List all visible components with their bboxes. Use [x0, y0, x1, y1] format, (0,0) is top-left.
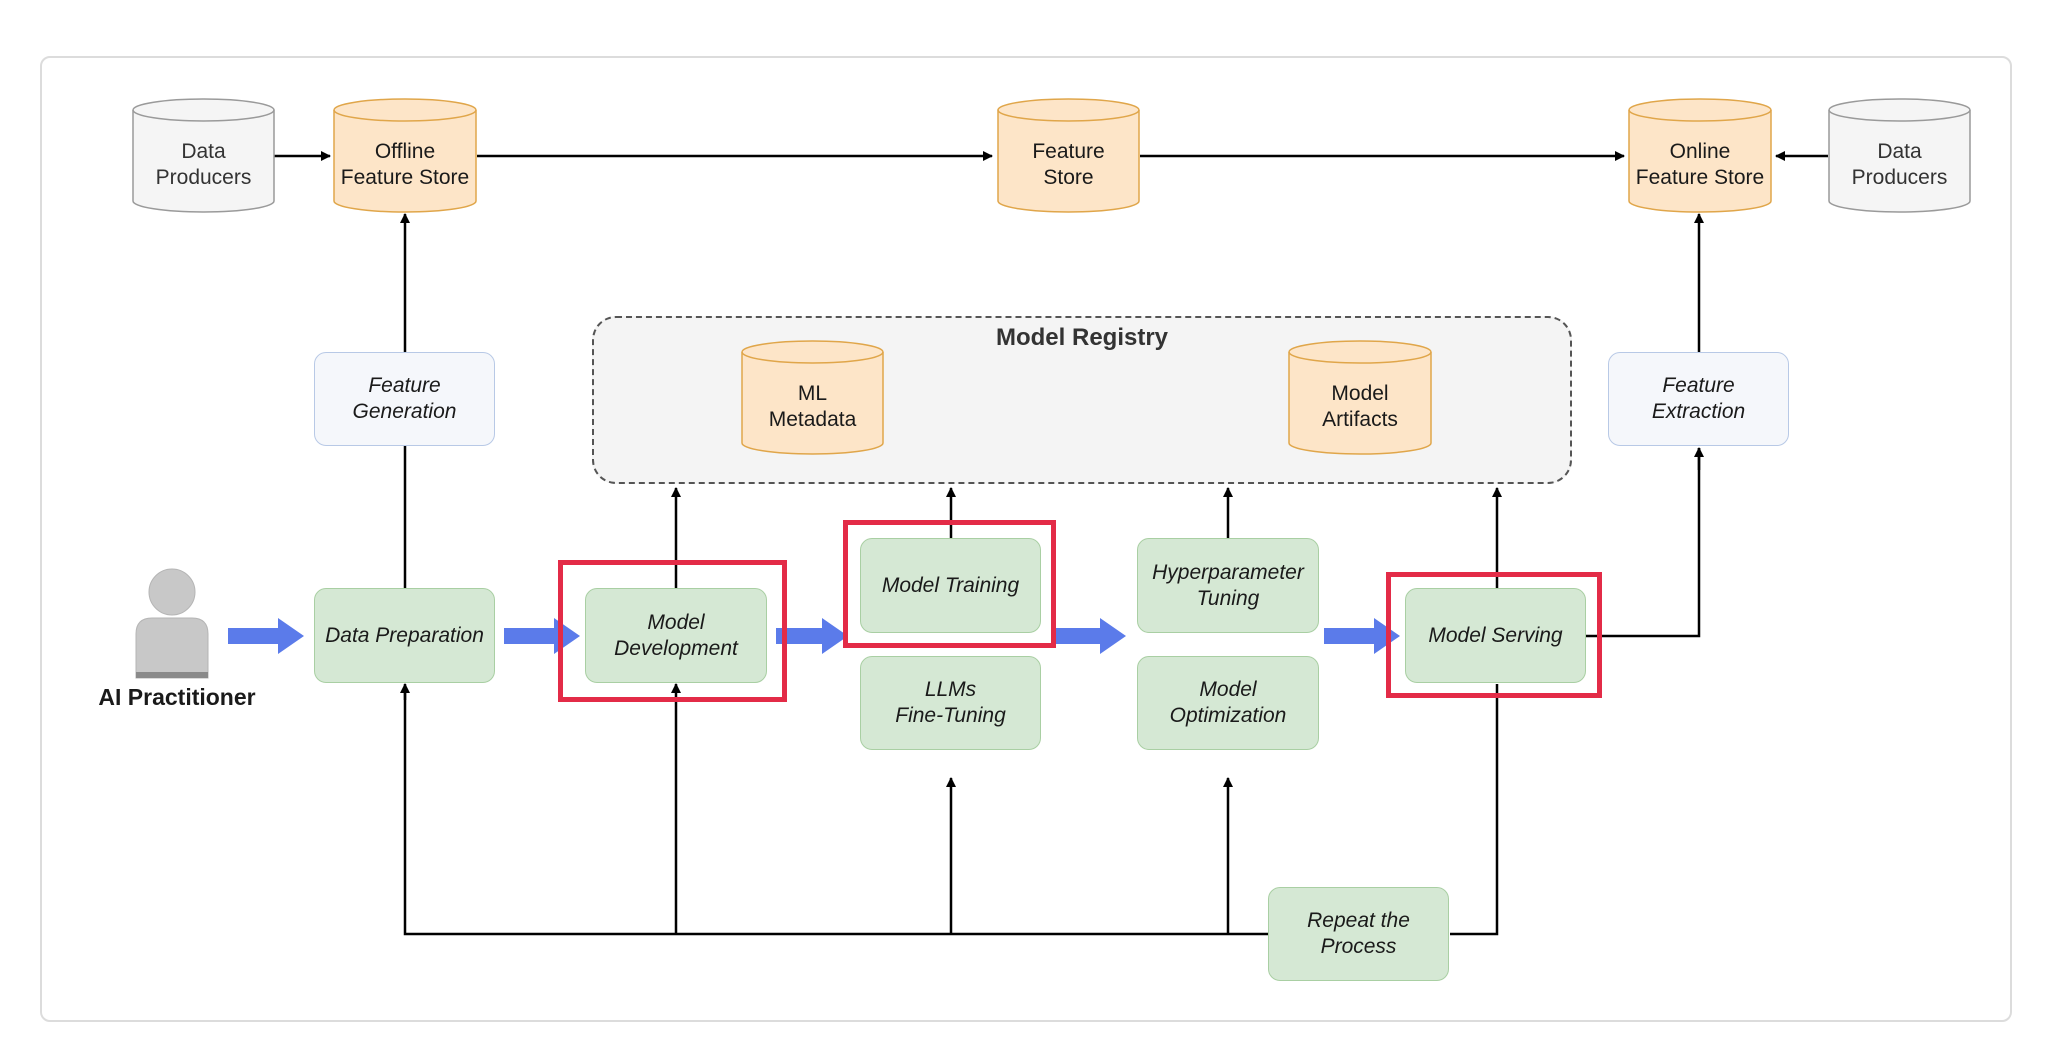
model-serving: Model Serving [1405, 588, 1586, 683]
model-training: Model Training [860, 538, 1041, 633]
online-feature-store: Online Feature Store [1628, 98, 1772, 213]
flow-arrow-5 [1324, 618, 1400, 654]
highlight-model-training [843, 520, 1056, 648]
flow-arrow-1 [228, 618, 304, 654]
data-producers-left-label: Data Producers [155, 139, 252, 189]
feature-extraction: Feature Extraction [1608, 352, 1789, 446]
data-producers-right: Data Producers [1828, 98, 1971, 213]
model-optimization: Model Optimization [1137, 656, 1319, 750]
feature-store-label: Feature Store [1032, 139, 1105, 189]
flow-arrow-4 [1054, 618, 1126, 654]
data-producers-left: Data Producers [132, 98, 275, 213]
feedback-loop [1450, 684, 1499, 936]
model-artifacts: Model Artifacts [1288, 340, 1432, 455]
ml-metadata: ML Metadata [741, 340, 884, 455]
model-artifacts-label: Model Artifacts [1322, 381, 1398, 431]
data-producers-right-label: Data Producers [1851, 139, 1948, 189]
person-icon [135, 568, 209, 679]
flow-arrow-3 [776, 618, 848, 654]
llms-fine-tuning: LLMs Fine-Tuning [860, 656, 1041, 750]
edge-serving-to-extraction [1586, 448, 1701, 638]
feature-store: Feature Store [997, 98, 1140, 213]
feedback-bottom-line [403, 686, 1270, 936]
offline-feature-store-label: Offline Feature Store [340, 139, 470, 189]
offline-feature-store: Offline Feature Store [333, 98, 477, 213]
highlight-model-serving [1386, 572, 1602, 698]
ai-practitioner-label: AI Practitioner [98, 684, 256, 710]
feature-generation: Feature Generation [314, 352, 495, 446]
data-preparation: Data Preparation [314, 588, 495, 683]
model-development: Model Development [585, 588, 767, 683]
hyperparameter-tuning: Hyperparameter Tuning [1137, 538, 1319, 633]
model-registry-title: Model Registry [995, 324, 1169, 351]
highlight-model-development [558, 560, 787, 702]
online-feature-store-label: Online Feature Store [1635, 139, 1765, 189]
ml-metadata-label: ML Metadata [768, 381, 857, 431]
repeat-the-process: Repeat the Process [1268, 887, 1449, 981]
